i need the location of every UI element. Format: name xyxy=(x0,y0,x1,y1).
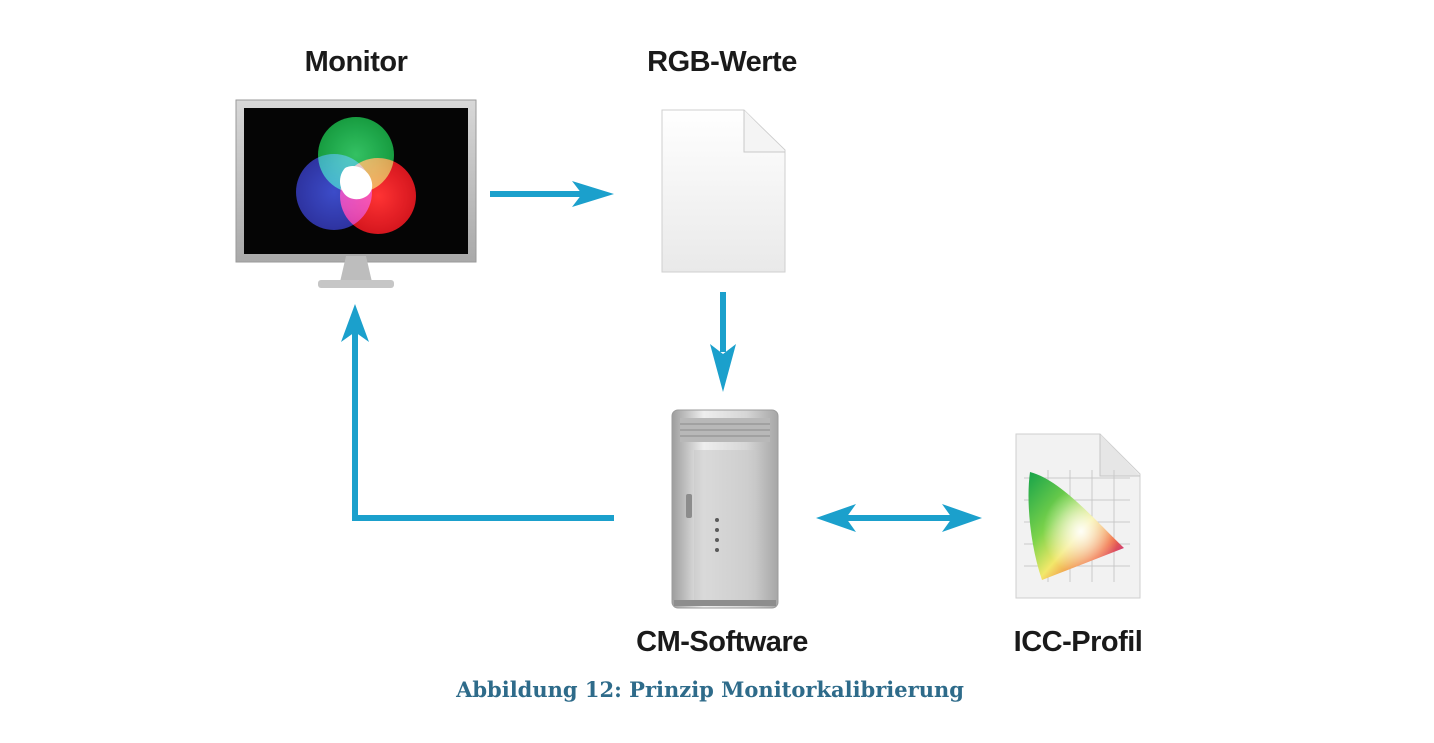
arrow-cm-icc-bidirectional xyxy=(816,504,982,532)
icc-profile-label: ICC-Profil xyxy=(1013,626,1143,658)
computer-tower-icon xyxy=(671,409,779,609)
monitor-icon xyxy=(235,99,477,288)
cm-software-label: CM-Software xyxy=(636,626,808,658)
document-icon xyxy=(661,109,786,273)
monitor-label: Monitor xyxy=(304,46,408,78)
arrow-rgb-to-cm xyxy=(710,292,736,392)
icc-profile-icon xyxy=(1015,433,1141,599)
arrow-monitor-to-rgb xyxy=(490,181,614,207)
figure-caption: Abbildung 12: Prinzip Monitorkalibrierun… xyxy=(456,677,964,702)
arrows xyxy=(341,181,982,532)
arrow-cm-to-monitor xyxy=(341,304,614,521)
rgb-values-label: RGB-Werte xyxy=(647,46,797,78)
